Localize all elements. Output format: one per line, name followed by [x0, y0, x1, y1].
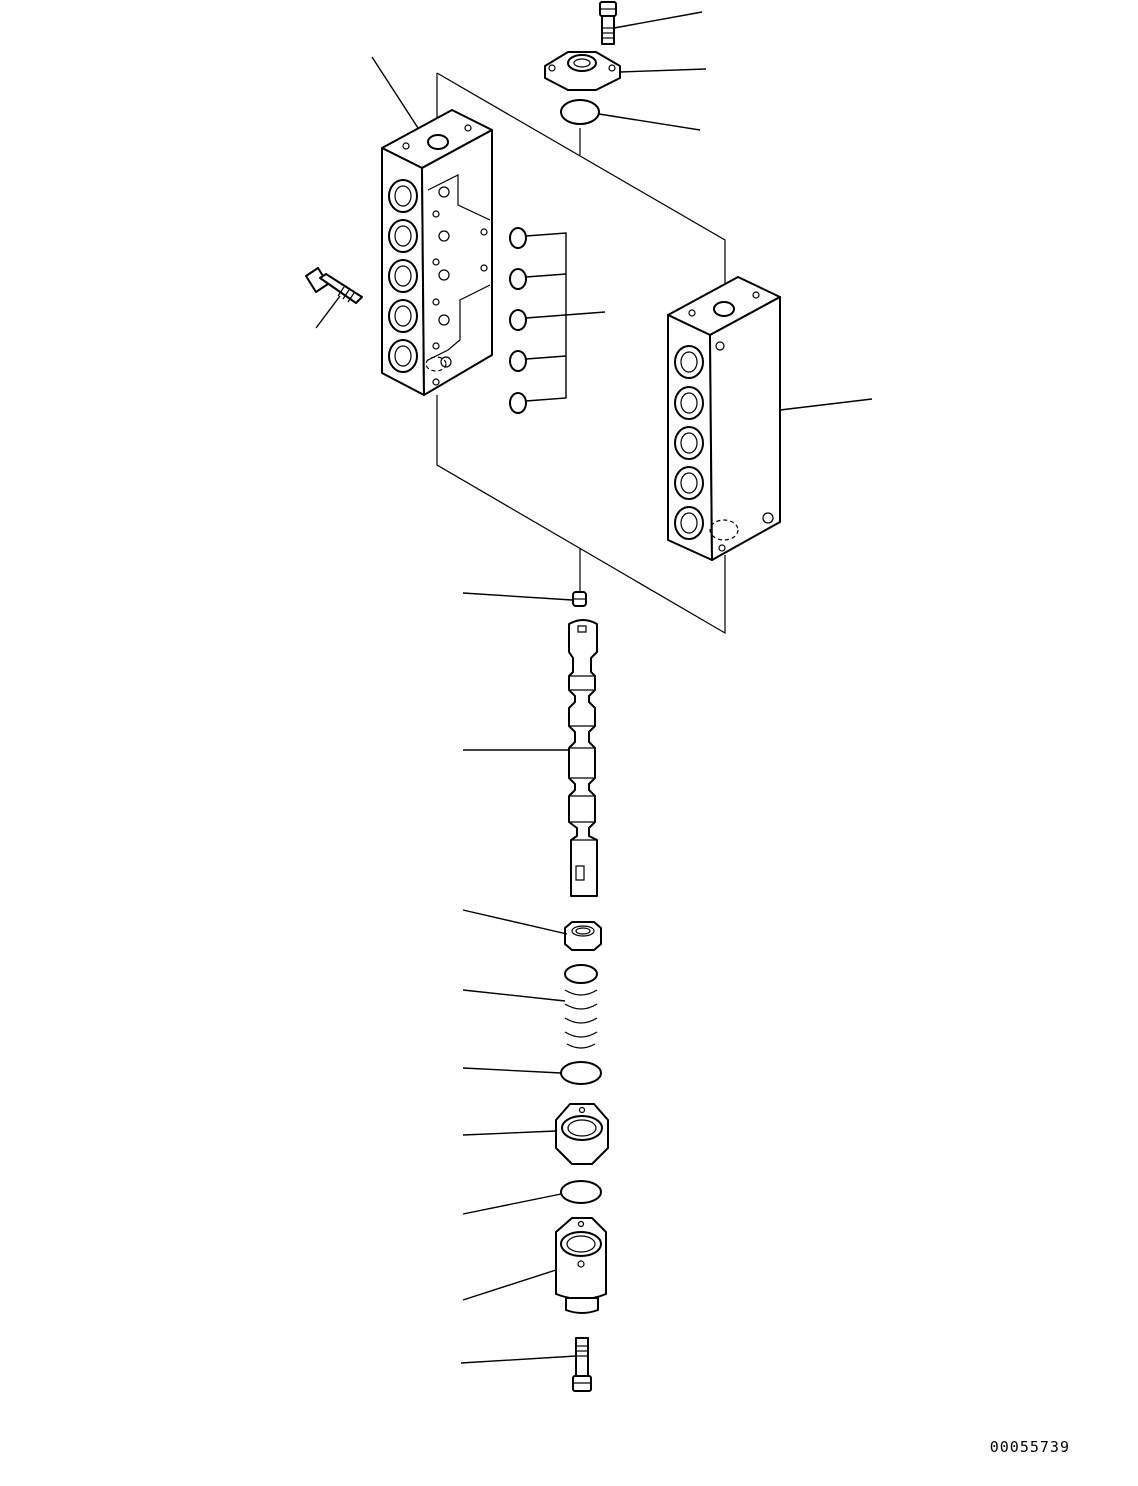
flange-bolt: [600, 2, 616, 44]
spring: [565, 965, 597, 1048]
cap-bolt: [573, 1338, 591, 1391]
port-o-rings: [510, 228, 605, 413]
rear-block-ports: [675, 346, 703, 539]
valve-block-rear: [668, 277, 780, 560]
case-o-ring: [561, 1181, 601, 1203]
seat-o-ring: [561, 1062, 601, 1084]
drawing-number: 00055739: [989, 1438, 1070, 1456]
valve-block-front: [382, 110, 492, 395]
front-block-ports: [389, 180, 417, 372]
block-mounting-bolt: [306, 268, 362, 303]
cap: [556, 1218, 606, 1313]
callout-leader-lines: [316, 12, 872, 1363]
assembly-guide-lines: [437, 73, 725, 633]
front-block-side-holes: [426, 187, 487, 385]
flange-o-ring: [561, 100, 599, 124]
spring-case: [556, 1104, 608, 1164]
flange: [545, 52, 620, 90]
spool: [569, 620, 597, 896]
spool-plug: [573, 592, 586, 606]
spring-seat: [565, 922, 601, 950]
